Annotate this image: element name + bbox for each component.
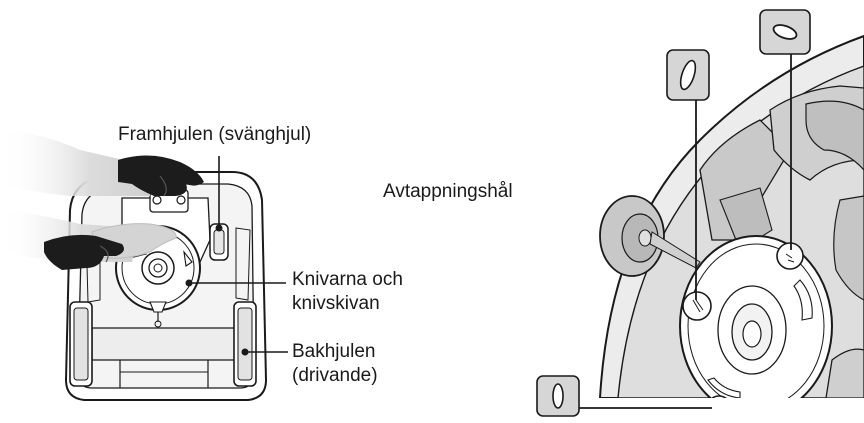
drain-hole-oval-icon (772, 24, 798, 40)
drain-hole-oval-icon (552, 383, 564, 409)
drain-hole-oval-icon (679, 59, 697, 91)
label-front-wheels: Framhjulen (svänghjul) (118, 124, 312, 145)
glove-icon (118, 155, 204, 196)
drain-hole-callouts (536, 9, 811, 417)
drain-hole-marker-3 (711, 395, 727, 398)
glove-icon (44, 234, 124, 270)
callout-lines-left (185, 156, 288, 356)
drain-closeup (598, 34, 864, 398)
label-blades: Knivarna och knivskivan (292, 269, 403, 314)
label-drain-holes: Avtappningshål (383, 181, 513, 202)
drain-hole-marker-2 (776, 242, 804, 270)
mower-underside (64, 169, 268, 401)
label-rear-wheels: Bakhjulen (drivande) (292, 341, 378, 386)
hands (0, 130, 204, 270)
